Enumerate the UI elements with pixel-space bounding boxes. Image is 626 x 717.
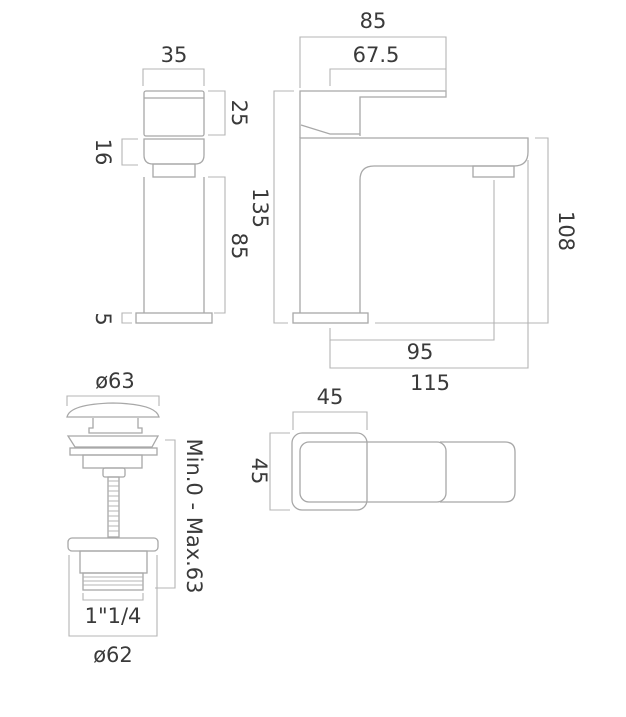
dim-body-height: 85	[227, 233, 251, 260]
side-view: 35 25 16 85 5	[91, 43, 251, 326]
dim-cap-diameter: ø63	[95, 369, 135, 393]
waste-threads	[83, 480, 143, 586]
top-view-dimension-lines	[269, 411, 368, 511]
top-view: 45 45	[247, 385, 516, 511]
dim-flange-diameter: ø62	[93, 643, 133, 667]
dim-handle-height: 25	[227, 100, 251, 127]
dim-lever-length: 67.5	[353, 43, 400, 67]
dim-top-depth: 45	[247, 458, 271, 485]
front-view: 85 67.5 135 108 95 115	[248, 9, 578, 395]
front-view-outline	[292, 90, 529, 324]
dim-spout-height: 108	[554, 211, 578, 251]
side-view-dimension-lines	[121, 68, 226, 324]
dim-overall-height: 135	[248, 188, 272, 228]
dim-collar-height: 16	[91, 139, 115, 166]
dim-total-reach: 115	[410, 371, 450, 395]
waste-outline	[66, 402, 160, 591]
dim-top-width: 45	[317, 385, 344, 409]
dim-side-width: 35	[161, 43, 188, 67]
dim-overall-length: 85	[360, 9, 387, 33]
dim-adjustment-range: Min.0 - Max.63	[182, 438, 206, 593]
dim-thread-size: 1"1/4	[85, 604, 142, 628]
waste-dimension-lines	[66, 395, 176, 637]
front-view-dimension-lines	[273, 36, 549, 369]
side-view-outline	[135, 90, 213, 324]
dim-spout-reach: 95	[407, 340, 434, 364]
waste-view: ø63 1"1/4 ø62 Min.0 - Max.63	[66, 369, 206, 667]
dim-base-height: 5	[91, 312, 115, 325]
top-view-outline	[291, 432, 516, 511]
